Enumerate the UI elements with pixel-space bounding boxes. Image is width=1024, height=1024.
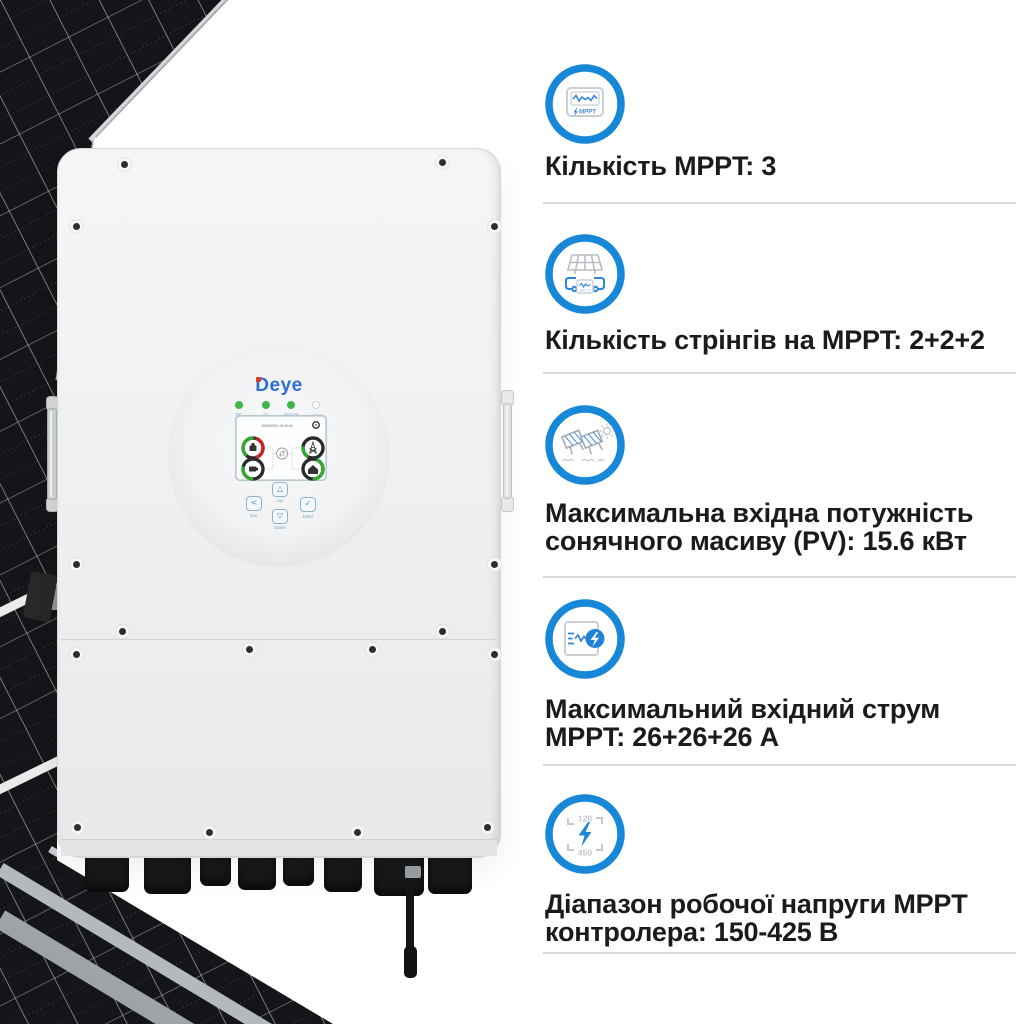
svg-text:MPPT X3: MPPT X3: [579, 288, 591, 292]
panel-clamp: [23, 571, 58, 622]
ac-led: AC: [262, 401, 270, 417]
svg-text:0: 0: [252, 461, 254, 463]
brand-logo-text: Deye: [255, 375, 303, 396]
svg-text:450: 450: [578, 848, 592, 858]
inverter-node-icon: [276, 447, 288, 460]
divider: [543, 576, 1016, 578]
divider: [543, 202, 1016, 204]
esc-button: <: [246, 496, 262, 511]
brand-logo: Deye: [58, 375, 500, 397]
settings-gear-icon: [312, 421, 320, 429]
inverter-unit: Deye DC AC Normal Alarm 05/06/2019 15:30…: [57, 148, 501, 858]
up-button: △: [272, 482, 288, 497]
enter-button: ✓: [300, 497, 316, 512]
logo-red-accent: [256, 377, 261, 382]
divider: [543, 764, 1016, 766]
divider: [543, 952, 1016, 954]
divider: [543, 372, 1016, 374]
wifi-antenna: [404, 946, 417, 978]
pv-array-sun-icon: [545, 405, 625, 485]
spec-title: Кількість стрінгів на MPPT: 2+2+2: [545, 325, 985, 355]
pv-strings-icon: MPPT X3: [545, 234, 625, 314]
svg-text:0: 0: [252, 479, 254, 481]
screen-datetime: 05/06/2019 15:30:46: [261, 424, 292, 428]
battery-gauge: 0: [241, 457, 265, 481]
dc-led: DC: [235, 401, 243, 417]
body-seam: [61, 639, 497, 641]
flow-lines: [264, 447, 302, 470]
mppt-screen-icon: MPPT: [545, 64, 625, 144]
svg-text:0: 0: [312, 461, 314, 463]
voltage-range-icon: 120 450: [545, 794, 625, 874]
svg-text:MPPT: MPPT: [579, 109, 596, 116]
wifi-antenna-cable: [406, 888, 414, 950]
svg-text:120: 120: [578, 814, 592, 824]
gland-notch: [405, 866, 421, 878]
alarm-led: Alarm: [311, 401, 323, 418]
down-button: ▽: [272, 509, 288, 524]
lcd-screen: 05/06/2019 15:30:46: [235, 415, 327, 481]
spec-title: Кількість MPPT: 3: [545, 151, 777, 181]
bottom-plate: [61, 839, 497, 856]
sun: [599, 423, 615, 439]
input-current-icon: [545, 599, 625, 679]
load-gauge: 0: [301, 457, 325, 481]
svg-text:0: 0: [312, 479, 314, 481]
normal-led: Normal: [284, 401, 298, 417]
